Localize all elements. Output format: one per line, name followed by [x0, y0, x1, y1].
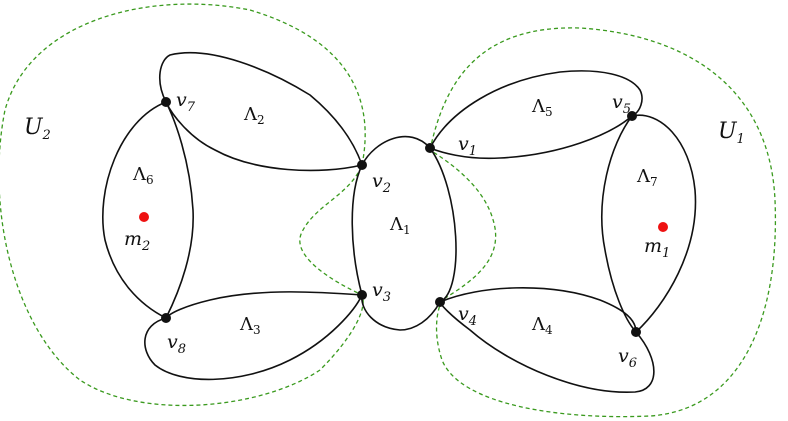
- vertex-v4: [435, 297, 445, 307]
- vertex-v7: [161, 97, 171, 107]
- face-label-L7: Λ7: [636, 166, 658, 189]
- face-label-L5: Λ5: [531, 96, 553, 119]
- vertex-v1: [425, 143, 435, 153]
- region-label-U2: U2: [24, 115, 51, 143]
- face-label-L2: Λ2: [243, 104, 265, 127]
- vertex-v5: [627, 111, 637, 121]
- face-boundary-L7: [601, 114, 697, 334]
- point-label-m2: m2: [124, 228, 150, 254]
- marked-point-m1: [658, 222, 668, 232]
- vertex-label-v4: v4: [458, 303, 477, 329]
- vertex-label-v7: v7: [176, 89, 196, 115]
- vertex-dots: [161, 97, 641, 337]
- face-boundary-L3: [144, 291, 364, 381]
- vertex-label-v6: v6: [618, 345, 637, 371]
- face-boundary-L4: [439, 287, 655, 393]
- face-boundary-L2: [158, 51, 364, 172]
- region-label-U1: U1: [718, 119, 745, 147]
- face-boundary-L5: [428, 70, 643, 160]
- face-label-L6: Λ6: [132, 164, 154, 187]
- face-label-L3: Λ3: [239, 314, 261, 337]
- point-label-m1: m1: [644, 235, 670, 261]
- vertex-label-v3: v3: [372, 279, 391, 305]
- region-boundary-U2: [0, 3, 366, 407]
- face-boundary-L6: [102, 100, 194, 320]
- face-boundary-L1: [351, 136, 457, 331]
- marked-point-m2: [139, 212, 149, 222]
- vertex-label-v5: v5: [612, 91, 631, 117]
- region-boundary-U1: [429, 27, 777, 418]
- vertex-v2: [357, 160, 367, 170]
- vertex-label-v1: v1: [458, 133, 477, 159]
- face-label-L1: Λ1: [389, 214, 411, 237]
- vertex-v6: [631, 327, 641, 337]
- vertex-label-v8: v8: [167, 331, 186, 357]
- vertex-v3: [357, 290, 367, 300]
- vertex-label-v2: v2: [372, 170, 391, 196]
- vertex-v8: [161, 313, 171, 323]
- face-label-L4: Λ4: [531, 314, 553, 337]
